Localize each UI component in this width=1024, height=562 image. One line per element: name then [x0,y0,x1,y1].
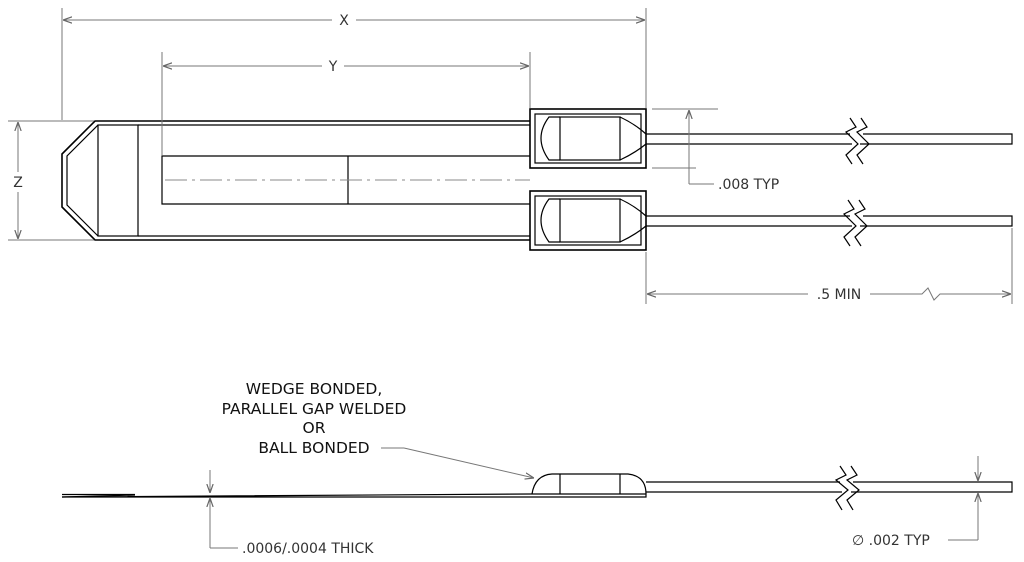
top-view: X Y Z .008 TYP [8,8,1013,304]
dimension-x-label: X [339,13,349,29]
dimension-thickness: .0006/.0004 THICK [210,470,374,557]
lead-wire-upper [646,117,1013,165]
bond-pad-lower [529,190,647,251]
lead-spacing-label: .008 TYP [718,177,779,193]
substrate-side [61,493,647,498]
sensor-body [61,120,530,241]
dimension-lead-length: .5 MIN [645,228,1013,304]
lead-diameter-label: ∅ .002 TYP [852,533,930,549]
callout-line-1: WEDGE BONDED, [246,380,383,398]
dimension-lead-diameter: ∅ .002 TYP [852,456,978,549]
bond-pad-upper [529,108,647,169]
bonding-callout: WEDGE BONDED, PARALLEL GAP WELDED OR BAL… [222,380,534,478]
dimension-z: Z [8,120,94,241]
callout-line-2: PARALLEL GAP WELDED [222,400,407,418]
side-view: .0006/.0004 THICK ∅ .002 TYP WEDGE BONDE… [61,380,1013,557]
lead-wire-lower [646,199,1013,247]
dimension-y-label: Y [328,59,338,75]
bond-side [531,473,647,495]
lead-length-label: .5 MIN [817,287,862,303]
dimension-y: Y [161,52,531,155]
dimension-z-label: Z [13,175,23,191]
lead-wire-side [646,465,1013,511]
thickness-label: .0006/.0004 THICK [242,541,374,557]
dimension-x: X [61,8,647,120]
callout-line-4: BALL BONDED [258,439,369,457]
dimension-lead-spacing: .008 TYP [652,108,779,193]
callout-line-3: OR [303,419,326,437]
